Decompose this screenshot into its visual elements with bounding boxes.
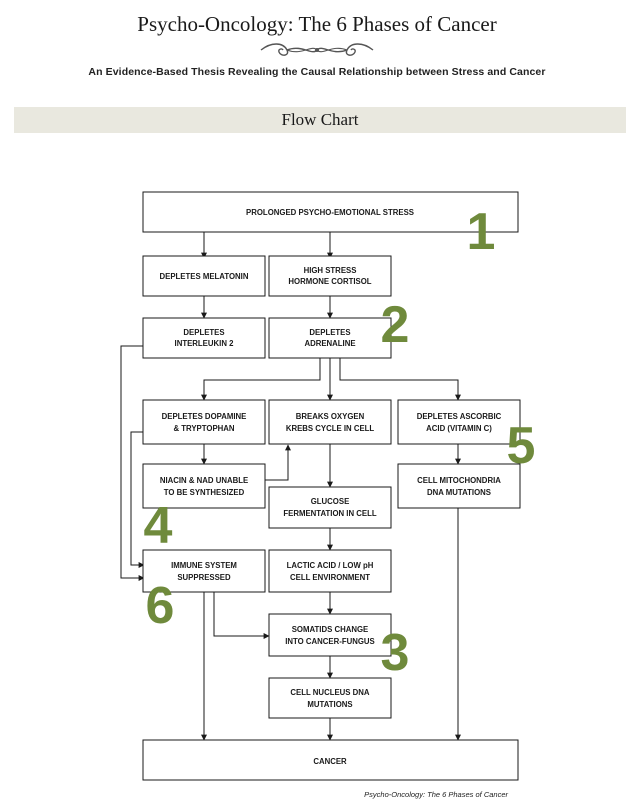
node-interleukin-label-line1: DEPLETES xyxy=(183,328,224,337)
page-title: Psycho-Oncology: The 6 Phases of Cancer xyxy=(137,12,497,36)
node-dna-box xyxy=(268,677,392,719)
node-cortisol-box xyxy=(268,255,392,297)
node-ascorbic-label-line2: ACID (VITAMIN C) xyxy=(426,424,492,433)
phase-number-1: 1 xyxy=(467,203,496,261)
node-cancer-label: CANCER xyxy=(313,757,347,766)
section-banner: Flow Chart xyxy=(14,107,626,133)
page-footer: Psycho-Oncology: The 6 Phases of Cancer xyxy=(364,790,508,799)
node-niacin-label-line2: TO BE SYNTHESIZED xyxy=(164,488,245,497)
node-cancer-box xyxy=(142,739,519,781)
node-stress-label: PROLONGED PSYCHO-EMOTIONAL STRESS xyxy=(246,208,414,217)
node-glucose-label-line2: FERMENTATION IN CELL xyxy=(283,509,377,518)
node-ascorbic-label-line1: DEPLETES ASCORBIC xyxy=(417,412,502,421)
node-adrenaline-label-line2: ADRENALINE xyxy=(304,339,355,348)
node-krebs-label-line2: KREBS CYCLE IN CELL xyxy=(286,424,375,433)
node-lactic-box xyxy=(268,549,392,593)
node-mitochondria-box xyxy=(397,463,521,509)
arrow-adrenaline-to-ascorbic xyxy=(339,358,461,401)
section-title: Flow Chart xyxy=(281,110,359,129)
node-dopamine-label-line1: DEPLETES DOPAMINE xyxy=(162,412,247,421)
node-melatonin-label: DEPLETES MELATONIN xyxy=(160,272,249,281)
connectors xyxy=(120,232,461,741)
node-niacin-box xyxy=(142,463,266,509)
node-krebs-box xyxy=(268,399,392,445)
arrow-dopamine-to-immune xyxy=(130,431,145,568)
node-immune-label-line1: IMMUNE SYSTEM xyxy=(171,561,237,570)
page-subtitle: An Evidence-Based Thesis Revealing the C… xyxy=(88,66,546,78)
node-melatonin-box xyxy=(142,255,266,297)
arrow-interleukin-to-immune xyxy=(120,345,145,581)
node-dna-label-line2: MUTATIONS xyxy=(307,700,352,709)
node-adrenaline-label-line1: DEPLETES xyxy=(309,328,350,337)
node-adrenaline-box xyxy=(268,317,392,359)
phase-number-2: 2 xyxy=(381,296,410,354)
node-immune-label-line2: SUPPRESSED xyxy=(177,573,231,582)
phase-number-5: 5 xyxy=(507,417,536,475)
arrow-adrenaline-to-dopamine xyxy=(201,358,321,401)
phase-numbers: 1 2 3 4 5 6 xyxy=(144,203,536,682)
node-boxes xyxy=(142,191,521,781)
node-ascorbic-box xyxy=(397,399,521,445)
node-dopamine-label-line2: & TRYPTOPHAN xyxy=(173,424,234,433)
node-somatids-label-line2: INTO CANCER-FUNGUS xyxy=(285,637,375,646)
node-lactic-label-line1: LACTIC ACID / LOW pH xyxy=(287,561,374,570)
node-immune-box xyxy=(142,549,266,593)
node-dopamine-box xyxy=(142,399,266,445)
node-somatids-label-line1: SOMATIDS CHANGE xyxy=(292,625,369,634)
phase-number-3: 3 xyxy=(381,624,410,682)
node-cortisol-label-line1: HIGH STRESS xyxy=(304,266,357,275)
node-mitochondria-label-line1: CELL MITOCHONDRIA xyxy=(417,476,501,485)
arrow-immune-to-somatids xyxy=(213,592,270,639)
node-niacin-label-line1: NIACIN & NAD UNABLE xyxy=(160,476,248,485)
node-somatids-box xyxy=(268,613,392,657)
node-stress-box xyxy=(142,191,519,233)
node-interleukin-label-line2: INTERLEUKIN 2 xyxy=(175,339,235,348)
node-mitochondria-label-line2: DNA MUTATIONS xyxy=(427,488,491,497)
node-glucose-label-line1: GLUCOSE xyxy=(311,497,350,506)
node-krebs-label-line1: BREAKS OXYGEN xyxy=(296,412,365,421)
node-cortisol-label-line2: HORMONE CORTISOL xyxy=(288,277,371,286)
node-glucose-box xyxy=(268,486,392,529)
node-interleukin-box xyxy=(142,317,266,359)
node-dna-label-line1: CELL NUCLEUS DNA xyxy=(290,688,369,697)
scroll-flourish-icon xyxy=(257,40,377,65)
arrow-niacin-to-krebs xyxy=(264,444,291,481)
phase-number-6: 6 xyxy=(146,577,175,635)
node-labels: PROLONGED PSYCHO-EMOTIONAL STRESS DEPLET… xyxy=(160,208,502,766)
node-lactic-label-line2: CELL ENVIRONMENT xyxy=(290,573,370,582)
phase-number-4: 4 xyxy=(144,497,173,555)
